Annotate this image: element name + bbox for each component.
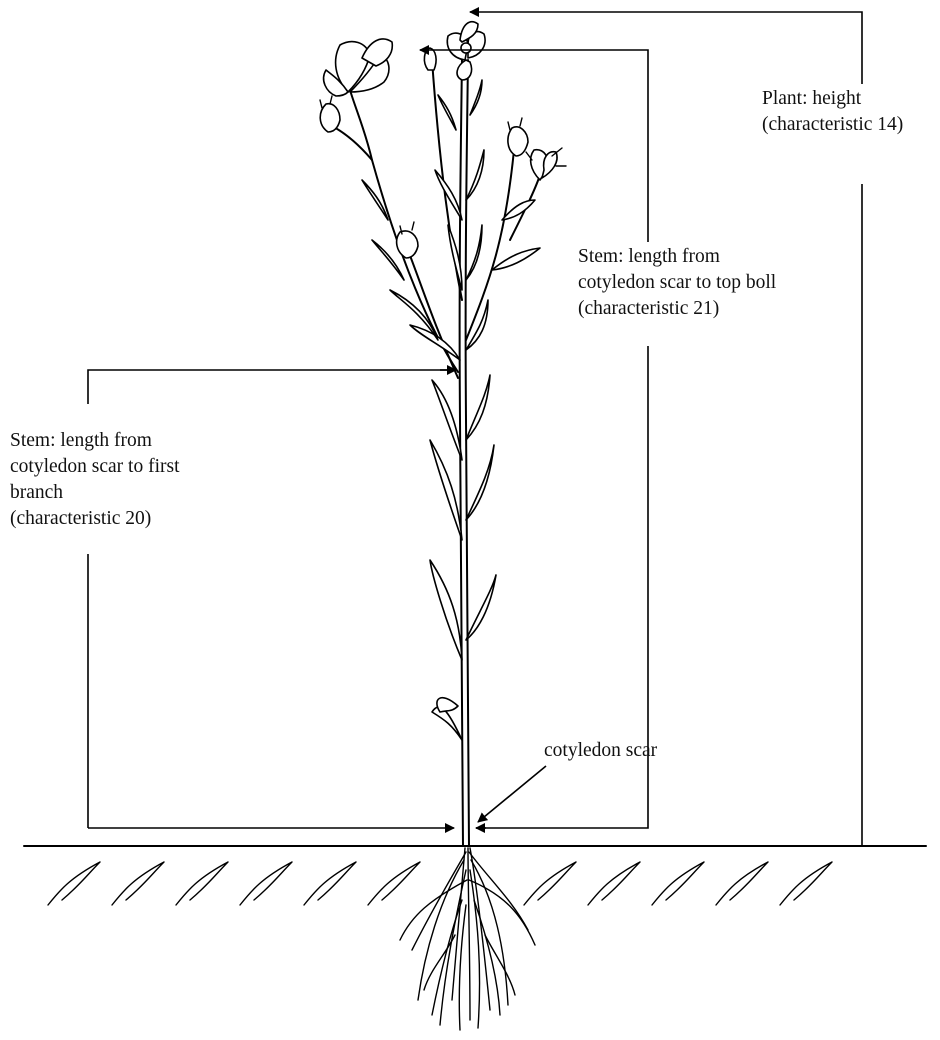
pointer-cotyledon-scar (478, 766, 546, 822)
leaves (362, 80, 540, 740)
label-stem-first-branch-line-1: Stem: length from (10, 428, 180, 454)
label-stem-top-boll-line-1: Stem: length from (578, 244, 776, 270)
label-plant-height-line-1: Plant: height (762, 86, 903, 112)
flowers (320, 22, 566, 258)
label-plant-height: Plant: height (characteristic 14) (762, 86, 903, 138)
label-stem-first-branch-line-3: branch (10, 480, 180, 506)
flower-right (526, 148, 566, 180)
boll-left (320, 96, 340, 132)
flower-top (447, 22, 485, 80)
label-cotyledon-scar-text: cotyledon scar (544, 738, 657, 764)
label-plant-height-line-2: (characteristic 14) (762, 112, 903, 138)
roots (400, 848, 535, 1030)
bud-top-left (424, 48, 436, 70)
label-stem-top-boll-line-2: cotyledon scar to top boll (578, 270, 776, 296)
boll-mid (397, 222, 418, 258)
label-stem-top-boll: Stem: length from cotyledon scar to top … (578, 244, 776, 322)
label-cotyledon-scar: cotyledon scar (544, 738, 657, 764)
label-stem-top-boll-line-3: (characteristic 21) (578, 296, 776, 322)
label-stem-first-branch-line-4: (characteristic 20) (10, 506, 180, 532)
label-stem-first-branch-line-2: cotyledon scar to first (10, 454, 180, 480)
flower-top-left (324, 39, 393, 96)
boll-right (508, 118, 528, 156)
label-stem-first-branch: Stem: length from cotyledon scar to firs… (10, 428, 180, 532)
